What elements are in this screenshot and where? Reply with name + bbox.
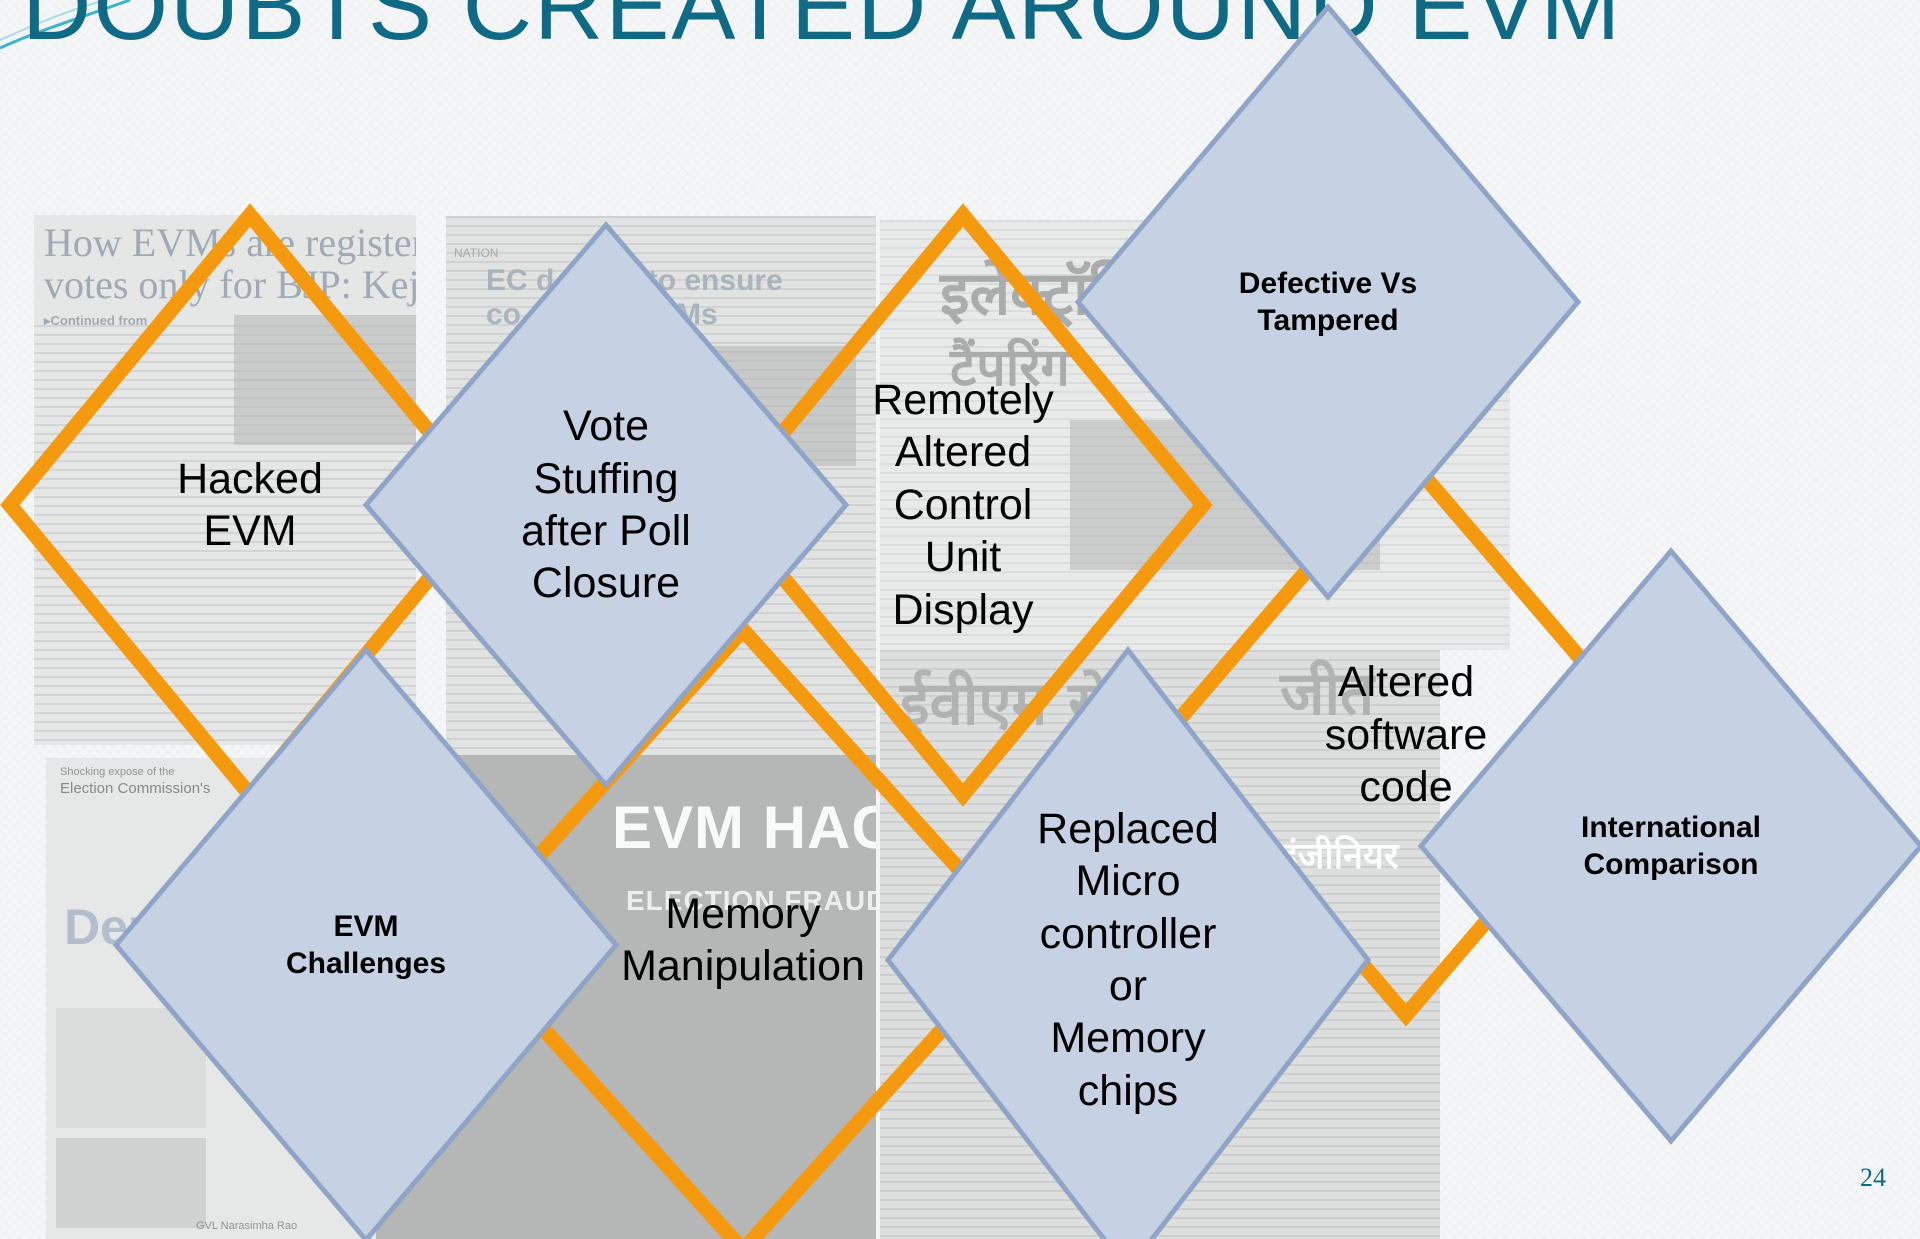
diagram-label-line: Unit bbox=[924, 533, 1002, 582]
diagram-label-line: Replaced bbox=[1037, 804, 1219, 853]
diagram-label-line: Altered bbox=[1337, 658, 1475, 707]
clipping-photo bbox=[56, 1138, 206, 1228]
diagram-label-line: Remotely bbox=[872, 375, 1054, 424]
diagram-label-line: Memory bbox=[1050, 1014, 1206, 1063]
diagram-label-line: Stuffing bbox=[533, 454, 679, 503]
diagram-label-line: Comparison bbox=[1583, 848, 1759, 881]
diagram-label-line: software bbox=[1324, 710, 1488, 759]
diagram-label-line: chips bbox=[1077, 1066, 1179, 1115]
diagram-label-line: Manipulation bbox=[621, 942, 865, 990]
orange-outline-diamond-remotely bbox=[713, 203, 1213, 807]
clipping-hindi-headline-b: जीत bbox=[1280, 659, 1375, 729]
diagram-label-line: Closure bbox=[531, 559, 681, 608]
diagram-label-line: Control bbox=[893, 480, 1033, 529]
corner-swoosh-decoration bbox=[0, 0, 131, 50]
diagram-label-line: EVM bbox=[203, 507, 297, 555]
diagram-label-line: International bbox=[1580, 810, 1761, 844]
clipping-byline: GVL Narasimha Rao bbox=[196, 1220, 298, 1232]
diagram-label-line: Vote bbox=[562, 402, 650, 451]
diagram-label-line: code bbox=[1359, 763, 1453, 812]
diagram-label-line: Tampered bbox=[1257, 304, 1399, 337]
clipping-continued: ▸Continued from bbox=[44, 313, 148, 328]
clipping-headline-line2: votes only for BJP: Kejriwal bbox=[44, 262, 416, 307]
diagram-label-line: Hacked bbox=[177, 454, 323, 503]
blue-diamond-defective bbox=[1074, 3, 1582, 601]
diagram-label-challenges: EVM Challenges bbox=[216, 709, 516, 1181]
diagram-label-line: controller bbox=[1039, 909, 1217, 958]
clipping-section: NATION bbox=[454, 246, 499, 260]
diagram-label-line: Display bbox=[892, 585, 1034, 634]
diagram-label-line: Challenges bbox=[285, 947, 447, 980]
diagram-label-lines: EVM Challenges bbox=[286, 908, 446, 983]
diagram-label-line: EVM bbox=[333, 909, 399, 943]
diagram-label-defective: Defective Vs Tampered bbox=[1178, 66, 1478, 538]
clipping-photo bbox=[56, 1008, 206, 1128]
clipping-hindi-line2: टैंपरिंग bbox=[950, 338, 1070, 398]
clipping-evm-hacking-headline: EVM HACKING bbox=[612, 794, 876, 861]
diagram-label-line: Micro bbox=[1075, 857, 1181, 906]
diagram-label-line: after Poll bbox=[521, 507, 691, 555]
clipping-small-line2: Election Commission's bbox=[60, 780, 211, 797]
blue-diamond-replaced bbox=[884, 645, 1372, 1239]
blue-diamond-vote bbox=[362, 221, 850, 789]
page-number: 24 bbox=[1860, 1163, 1886, 1192]
diagram-label-line: Altered bbox=[894, 428, 1032, 477]
clipping-small-line1: Shocking expose of the bbox=[60, 766, 175, 778]
orange-outline-diamond-memory bbox=[452, 618, 1034, 1239]
blue-diamond-international bbox=[1417, 547, 1920, 1145]
orange-outline-diamond-software bbox=[1156, 443, 1656, 1027]
diagram-label-line: or bbox=[1108, 962, 1148, 1010]
diagram-label-lines: Defective Vs Tampered bbox=[1239, 265, 1417, 340]
diagram-label-line: Memory bbox=[665, 889, 821, 938]
diagram-label-line: Defective Vs bbox=[1238, 266, 1418, 300]
blue-diamond-challenges bbox=[112, 646, 620, 1239]
clipping-evm-hacking-sub: ELECTION FRAUD bbox=[626, 885, 876, 916]
